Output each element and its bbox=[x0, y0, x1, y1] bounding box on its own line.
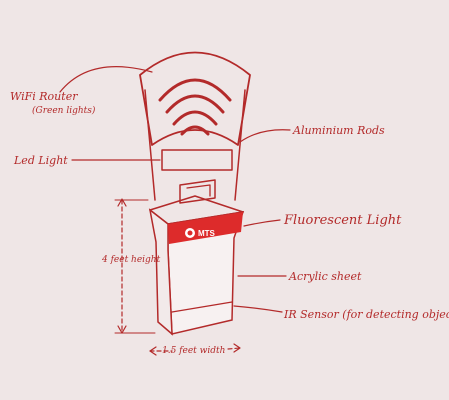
wifi-router-housing bbox=[139, 51, 251, 146]
label-fluorescent-light: Fluorescent Light bbox=[283, 213, 402, 228]
mts-logo-text: MTS bbox=[198, 229, 216, 238]
wifi-signal-icon bbox=[158, 78, 232, 136]
ir-sensor-line bbox=[171, 301, 233, 313]
leader-lines bbox=[59, 66, 291, 313]
label-acrylic-sheet: Acrylic sheet bbox=[288, 270, 362, 283]
mts-band: MTS bbox=[168, 212, 243, 244]
label-width: 1.5 feet width bbox=[162, 346, 225, 356]
label-ir-sensor: IR Sensor (for detecting object) bbox=[283, 308, 449, 321]
label-led-light: Led Light bbox=[13, 154, 68, 167]
label-wifi-router: WiFi Router bbox=[10, 90, 78, 103]
label-aluminium-rods: Aluminium Rods bbox=[292, 124, 385, 137]
led-light-bar bbox=[161, 149, 233, 171]
label-height: 4 feet height bbox=[101, 255, 161, 265]
width-dimension bbox=[149, 343, 241, 356]
bin-lid-box bbox=[179, 179, 216, 204]
label-wifi-router-note: (Green lights) bbox=[32, 105, 96, 116]
aluminium-rods bbox=[144, 89, 246, 201]
height-dimension bbox=[114, 198, 156, 334]
